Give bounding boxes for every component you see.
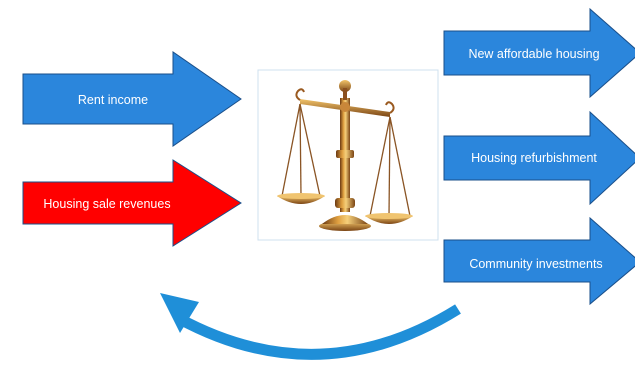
input-arrow-label: Rent income	[78, 93, 148, 107]
input-arrow-shape	[22, 159, 242, 247]
output-arrow-shape	[443, 110, 635, 206]
output-arrow-label: Housing refurbishment	[471, 151, 597, 165]
cycle-arrow	[160, 293, 461, 360]
input-arrow-label: Housing sale revenues	[43, 197, 170, 211]
output-arrow-community-investments: Community investments	[443, 216, 635, 306]
cycle-arrow-head	[160, 293, 199, 333]
output-arrow-label: New affordable housing	[468, 47, 599, 61]
balance-scale-icon	[277, 80, 413, 231]
input-arrow-housing-sale-revenues: Housing sale revenues	[22, 159, 242, 247]
input-arrow-shape	[22, 51, 242, 147]
cycle-arrow-curve	[175, 304, 461, 360]
output-arrow-new-affordable-housing: New affordable housing	[443, 7, 635, 99]
input-arrow-rent-income: Rent income	[22, 51, 242, 147]
output-arrow-shape	[443, 216, 635, 306]
output-arrow-housing-refurbishment: Housing refurbishment	[443, 110, 635, 206]
output-arrow-label: Community investments	[469, 257, 602, 271]
output-arrow-shape	[443, 7, 635, 99]
